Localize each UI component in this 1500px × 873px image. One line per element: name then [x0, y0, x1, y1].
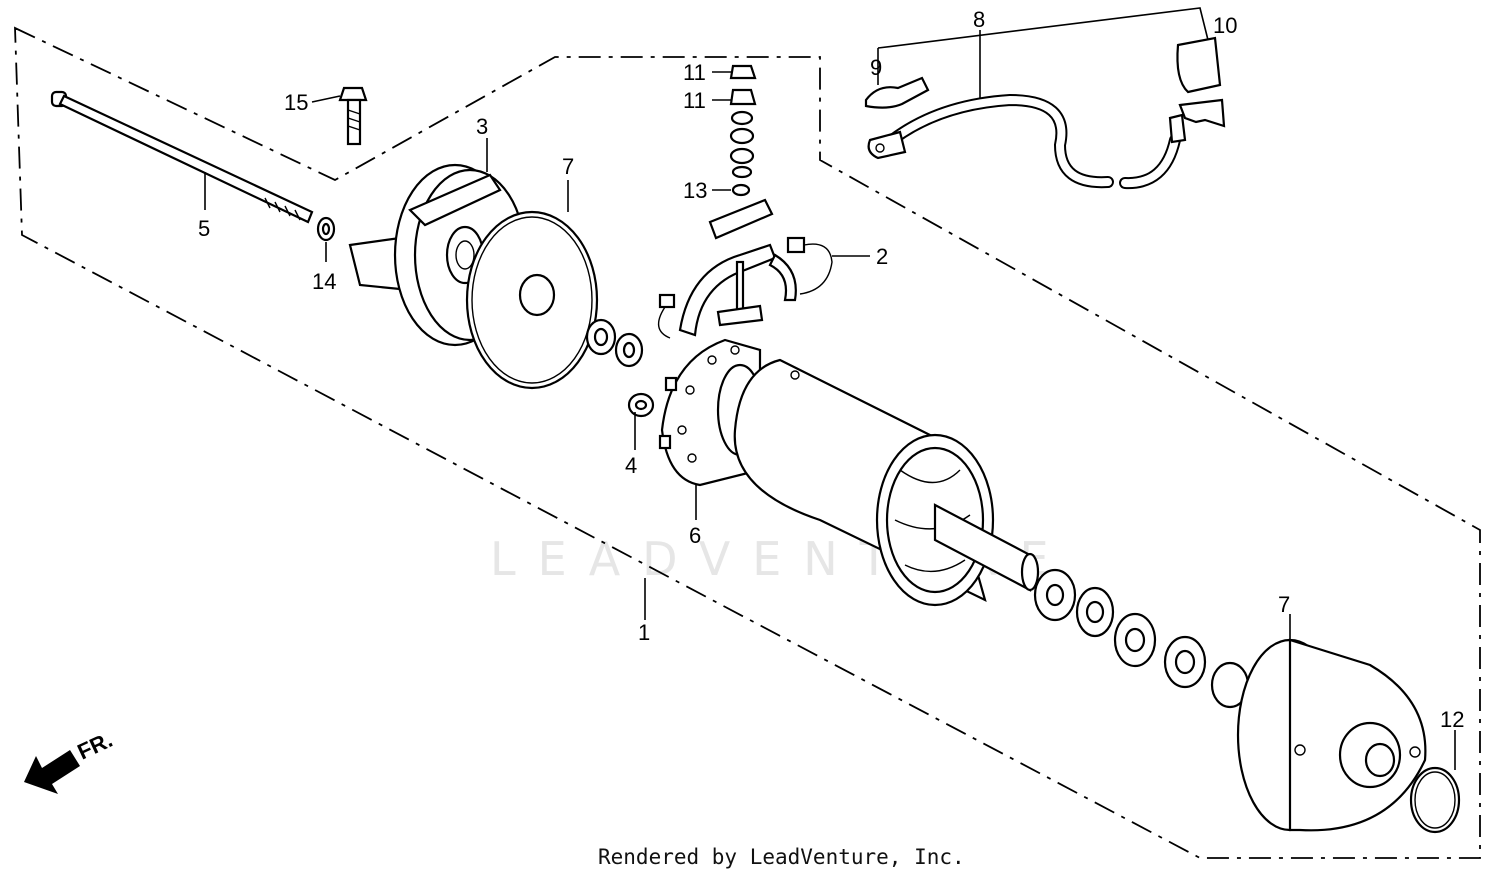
- callout-13: 13: [683, 178, 707, 203]
- leader-15: [311, 95, 341, 103]
- front-washers: [1033, 568, 1250, 709]
- callout-11b: 11: [683, 88, 706, 113]
- washers-small: [585, 318, 644, 368]
- callout-7-front: 7: [1278, 592, 1290, 617]
- through-bolt: [50, 90, 314, 224]
- terminal-cover: [1176, 36, 1226, 128]
- footer-credit: Rendered by LeadVenture, Inc.: [598, 845, 965, 869]
- callout-9: 9: [870, 55, 882, 80]
- callout-10: 10: [1213, 13, 1237, 38]
- callout-7-rear: 7: [562, 154, 574, 179]
- callout-5: 5: [198, 216, 210, 241]
- bearing-4: [627, 392, 655, 418]
- nut-washer-stack: [729, 64, 757, 197]
- starter-cable: [867, 93, 1187, 190]
- callout-6: 6: [689, 523, 701, 548]
- callout-3: 3: [476, 114, 488, 139]
- callout-4: 4: [625, 453, 637, 478]
- front-direction-arrow: FR.: [24, 727, 116, 794]
- callout-labels: 1 2 3 4 5 6 7 7 8 9 10 11 11 12 13 14 15: [198, 7, 1464, 732]
- callout-11a: 11: [683, 60, 706, 85]
- callout-14: 14: [312, 269, 336, 294]
- bolt-15: [338, 86, 368, 146]
- direction-label: FR.: [74, 727, 117, 765]
- callout-12: 12: [1440, 707, 1464, 732]
- wire-callout-bracket: [877, 7, 1209, 100]
- callout-1: 1: [638, 620, 650, 645]
- callout-15: 15: [284, 90, 308, 115]
- o-ring-front: [1409, 766, 1461, 834]
- callout-8: 8: [973, 7, 985, 32]
- motor-body: [733, 358, 1040, 607]
- assembly-boundary: [14, 26, 1481, 859]
- front-cover: [1236, 638, 1427, 832]
- terminal-cap: [864, 76, 930, 109]
- o-ring-rear: [465, 210, 599, 390]
- callout-2: 2: [876, 244, 888, 269]
- brush-holder: [657, 198, 833, 339]
- washer-14: [316, 216, 336, 242]
